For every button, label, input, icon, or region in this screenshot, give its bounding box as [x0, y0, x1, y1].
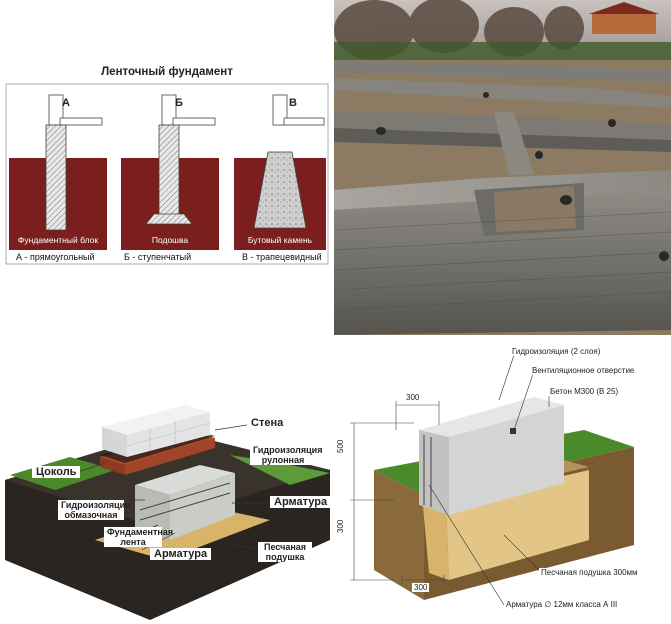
label-roll-waterproofing: Гидроизоляция рулонная	[250, 445, 322, 465]
layered-foundation-diagram: Стена Цоколь Гидроизоляция рулонная Гидр…	[0, 335, 334, 624]
foundation-types-drawing	[5, 83, 329, 265]
desc-a: А - прямоугольный	[16, 252, 95, 262]
label-concrete: Бетон М300 (В 25)	[548, 387, 621, 396]
label-a: А	[62, 97, 70, 109]
label-b: Б	[175, 97, 183, 109]
foundation-photo-drawing	[334, 0, 671, 335]
dim-top-width: 300	[404, 393, 422, 402]
dim-height-lower: 300	[336, 517, 345, 535]
label-strip: Фундаментная лента	[104, 527, 173, 547]
frame	[5, 83, 329, 265]
label-sand: Песчаная подушка 300мм	[539, 568, 640, 577]
dim-height-upper: 500	[336, 437, 345, 455]
label-sand-cushion: Песчаная подушка	[258, 542, 312, 562]
desc-c: В - трапецевидный	[242, 252, 322, 262]
foundation-types-diagram: Ленточный фундамент А Б В Фундаментный б…	[0, 0, 334, 335]
label-coating-waterproofing: Гидроизоляция обмазочная	[58, 500, 130, 520]
layered-foundation-drawing	[5, 405, 330, 620]
dimensioned-foundation-drawing	[350, 354, 634, 606]
foundation-b-sole	[145, 213, 193, 225]
label-waterproofing: Гидроизоляция (2 слоя)	[510, 347, 603, 356]
label-c: В	[289, 97, 297, 109]
foundation-b	[158, 124, 180, 216]
label-vent: Вентиляционное отверстие	[530, 366, 637, 375]
label-rebar-right: Арматура	[270, 496, 332, 508]
foundation-c	[253, 151, 307, 229]
caption-c: Бутовый камень	[247, 235, 313, 245]
desc-b: Б - ступенчатый	[124, 252, 192, 262]
dim-bottom-width: 300	[412, 583, 430, 592]
caption-a: Фундаментный блок	[17, 235, 99, 245]
page-title: Ленточный фундамент	[101, 66, 233, 78]
dimensioned-foundation-diagram: Гидроизоляция (2 слоя) Вентиляционное от…	[334, 335, 671, 624]
label-plinth: Цоколь	[32, 466, 81, 478]
label-wall: Стена	[247, 417, 288, 429]
label-rebar: Арматура ∅ 12мм класса А III	[504, 600, 620, 609]
foundation-photo	[334, 0, 671, 335]
label-rebar-bottom: Арматура	[150, 548, 212, 560]
foundation-a	[45, 124, 67, 231]
caption-b: Подошва	[151, 235, 189, 245]
